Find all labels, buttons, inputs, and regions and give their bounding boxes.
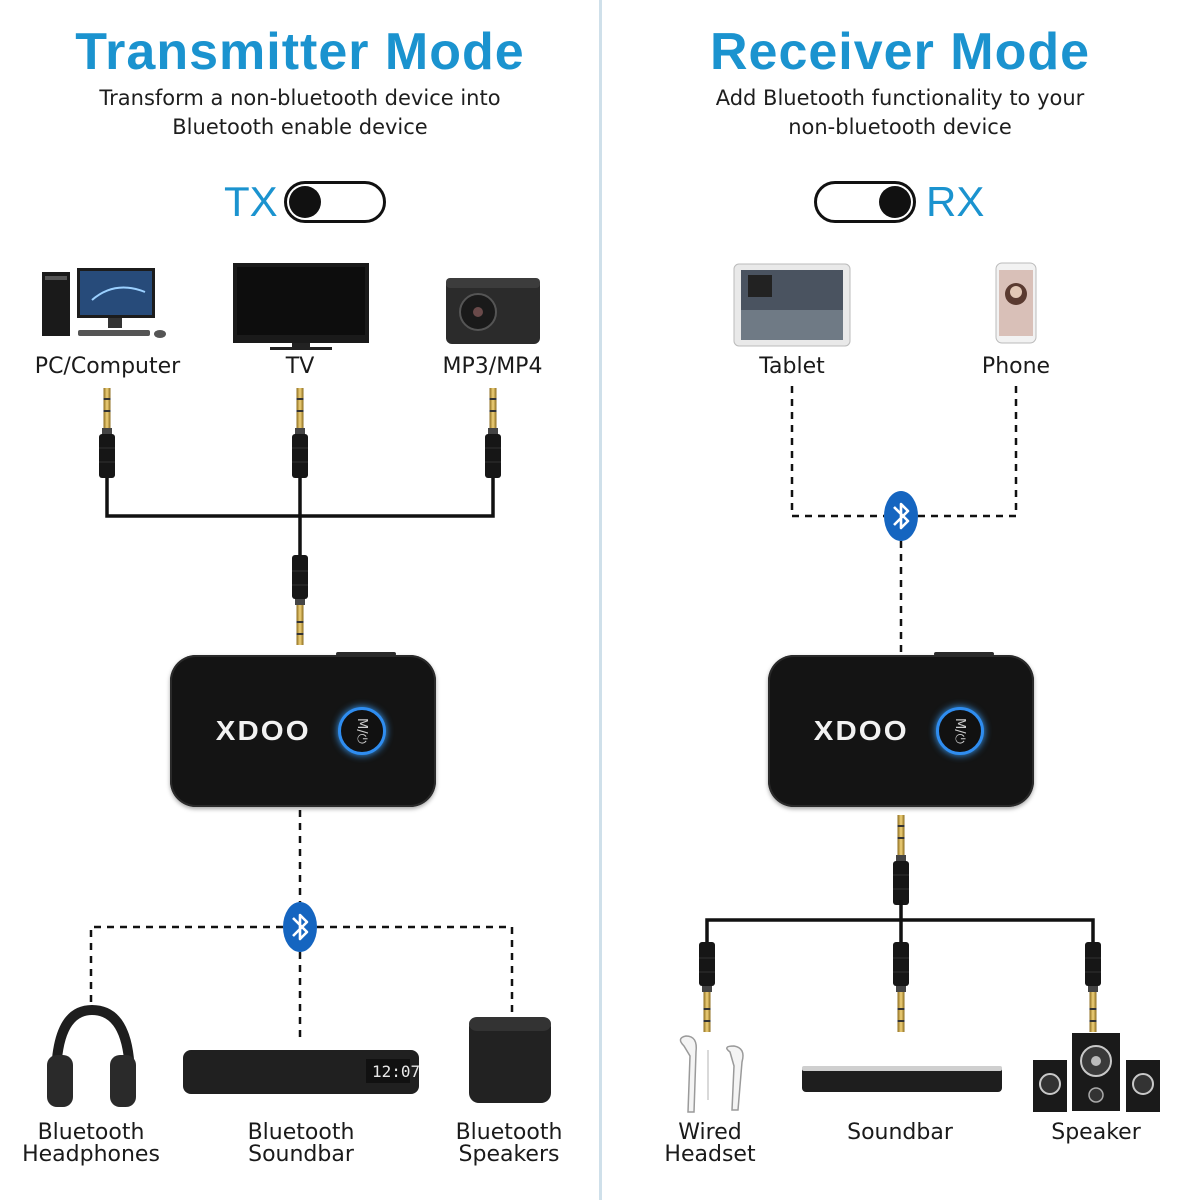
- earphones-icon: [679, 1035, 744, 1113]
- phone-icon: [995, 262, 1037, 344]
- tx-toggle-knob: [289, 186, 321, 218]
- output-label-soundbar-right: Soundbar: [840, 1122, 960, 1144]
- rx-toggle-switch[interactable]: [814, 181, 916, 223]
- tablet-icon: [733, 263, 851, 347]
- receiver-mode-title: Receiver Mode: [709, 23, 1091, 81]
- soundbar-label-line2: Soundbar: [248, 1142, 354, 1167]
- tx-jack-mp3: [484, 387, 502, 479]
- speaker-system-icon: [1033, 1033, 1160, 1112]
- transmitter-mode-title: Transmitter Mode: [75, 23, 525, 81]
- speakers-label-line1: Bluetooth: [455, 1120, 563, 1145]
- rx-jack-headset: [699, 942, 715, 1032]
- device-brand-logo: XDOO: [813, 715, 909, 746]
- output-label-wired-headset: Wired Headset: [650, 1122, 770, 1166]
- center-divider: [599, 0, 602, 1200]
- tx-toggle-label: TX: [224, 178, 278, 225]
- tx-jack-main: [292, 555, 308, 645]
- output-label-headphones: Bluetooth Headphones: [20, 1122, 162, 1166]
- source-label-tv: TV: [285, 354, 315, 379]
- bluetooth-speaker-icon: [469, 1017, 551, 1103]
- desktop-computer-icon: [42, 268, 166, 338]
- speaker-label: Speaker: [1051, 1120, 1141, 1145]
- rx-adapter-device: XDOO M/⏻: [768, 652, 1034, 807]
- soundbar-clock-display: 12:07: [372, 1062, 420, 1081]
- device-brand-logo: XDOO: [215, 715, 311, 746]
- receiver-subtitle-line2: non-bluetooth device: [788, 115, 1012, 139]
- rx-jack-main: [892, 814, 910, 906]
- output-label-speaker: Speaker: [1036, 1122, 1156, 1144]
- headphones-icon: [47, 1004, 136, 1107]
- headphones-label-line1: Bluetooth: [37, 1120, 145, 1145]
- tx-bluetooth-icon: [281, 900, 319, 954]
- rx-toggle-knob: [879, 186, 911, 218]
- speakers-label-line2: Speakers: [458, 1142, 560, 1167]
- soundbar-right-label: Soundbar: [847, 1120, 953, 1145]
- tx-adapter-device: XDOO M/⏻: [170, 652, 436, 807]
- mode-power-button[interactable]: M/⏻: [338, 707, 386, 755]
- tx-jack-pc: [98, 387, 116, 479]
- rx-jack-speaker: [1085, 942, 1101, 1032]
- rx-jack-soundbar: [893, 942, 909, 1032]
- source-label-mp3: MP3/MP4: [442, 354, 543, 379]
- soundbar-icon-left: [183, 1050, 419, 1094]
- source-label-pc: PC/Computer: [34, 354, 181, 379]
- tx-toggle-switch[interactable]: [284, 181, 386, 223]
- soundbar-icon-right: [802, 1066, 1002, 1092]
- headset-label-line1: Wired: [678, 1120, 742, 1145]
- device-slot: [336, 652, 396, 656]
- transmitter-subtitle-line1: Transform a non-bluetooth device into: [99, 86, 501, 110]
- headset-label-line2: Headset: [664, 1142, 756, 1167]
- source-label-phone: Phone: [981, 354, 1051, 379]
- tv-icon: [233, 263, 369, 350]
- receiver-subtitle-line1: Add Bluetooth functionality to your: [715, 86, 1085, 110]
- rx-toggle-label: RX: [926, 178, 985, 225]
- device-slot: [934, 652, 994, 656]
- source-label-tablet: Tablet: [759, 354, 825, 379]
- mode-power-button[interactable]: M/⏻: [936, 707, 984, 755]
- tx-jack-tv: [291, 387, 309, 479]
- tx-cable-harness: [105, 470, 495, 560]
- mp3-player-icon: [446, 278, 540, 344]
- output-label-speakers: Bluetooth Speakers: [438, 1122, 580, 1166]
- output-label-soundbar: Bluetooth Soundbar: [230, 1122, 372, 1166]
- rx-bluetooth-icon: [882, 489, 920, 543]
- transmitter-subtitle-line2: Bluetooth enable device: [172, 115, 428, 139]
- soundbar-label-line1: Bluetooth: [247, 1120, 355, 1145]
- headphones-label-line2: Headphones: [22, 1142, 160, 1167]
